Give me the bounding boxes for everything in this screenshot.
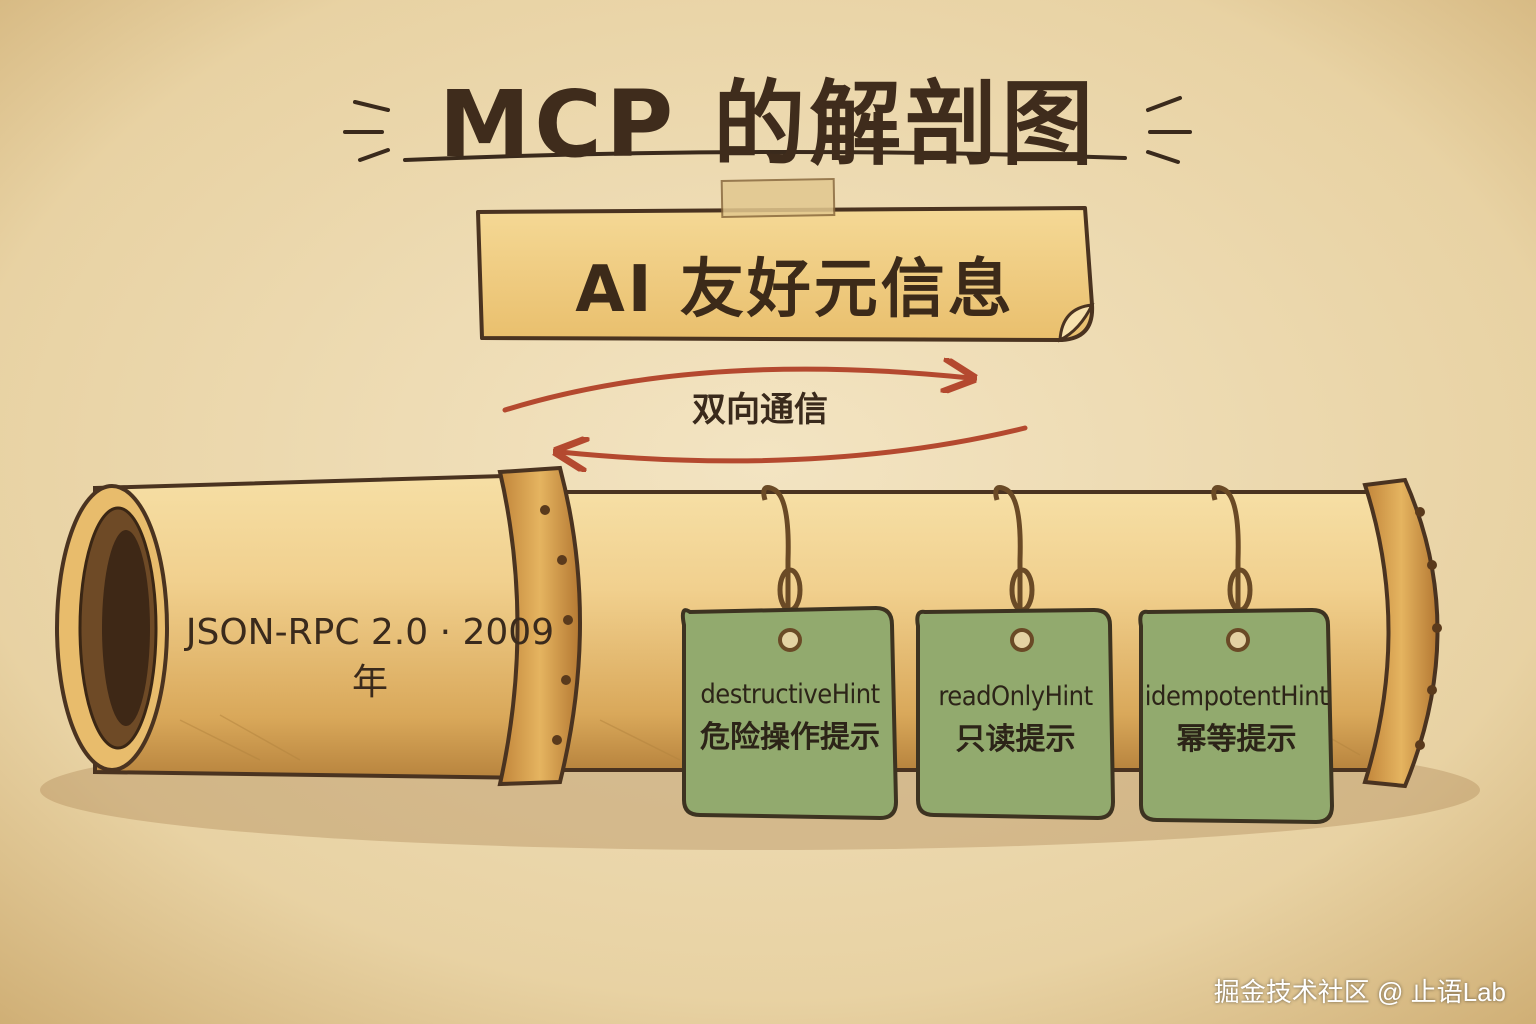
arrow-right [502, 369, 970, 413]
banner-label: AI 友好元信息 [575, 253, 1015, 327]
tag-idempotent-zh: 幂等提示 [1176, 722, 1297, 757]
tag-idempotent [1138, 607, 1335, 825]
tag-cards [680, 605, 1335, 825]
page-title: MCP 的解剖图 [438, 71, 1098, 178]
tag-readonly [915, 607, 1116, 821]
tag-destructive-zh: 危险操作提示 [700, 720, 880, 755]
title-sparkles [343, 96, 1192, 164]
tag-idempotent-en: idempotentHint [1144, 681, 1329, 712]
tag-destructive-text: destructiveHint 危险操作提示 [684, 678, 896, 758]
tag-destructive [680, 605, 899, 821]
tag-destructive-en: destructiveHint [700, 679, 880, 710]
tape [720, 178, 836, 218]
pipe-ring-left [497, 465, 582, 787]
bidirectional-label: 双向通信 [692, 390, 828, 430]
title-underline [403, 149, 1127, 162]
tag-idempotent-text: idempotentHint 幂等提示 [1141, 680, 1332, 760]
pipe-label: JSON-RPC 2.0 · 2009年 [185, 612, 555, 703]
tag-readonly-zh: 只读提示 [955, 722, 1076, 757]
arrow-left [560, 425, 1028, 461]
banner-note [476, 178, 1095, 343]
watermark: 掘金技术社区 @ 止语Lab [1213, 977, 1506, 1007]
tag-readonly-en: readOnlyHint [938, 681, 1093, 712]
tag-readonly-text: readOnlyHint 只读提示 [918, 680, 1113, 760]
